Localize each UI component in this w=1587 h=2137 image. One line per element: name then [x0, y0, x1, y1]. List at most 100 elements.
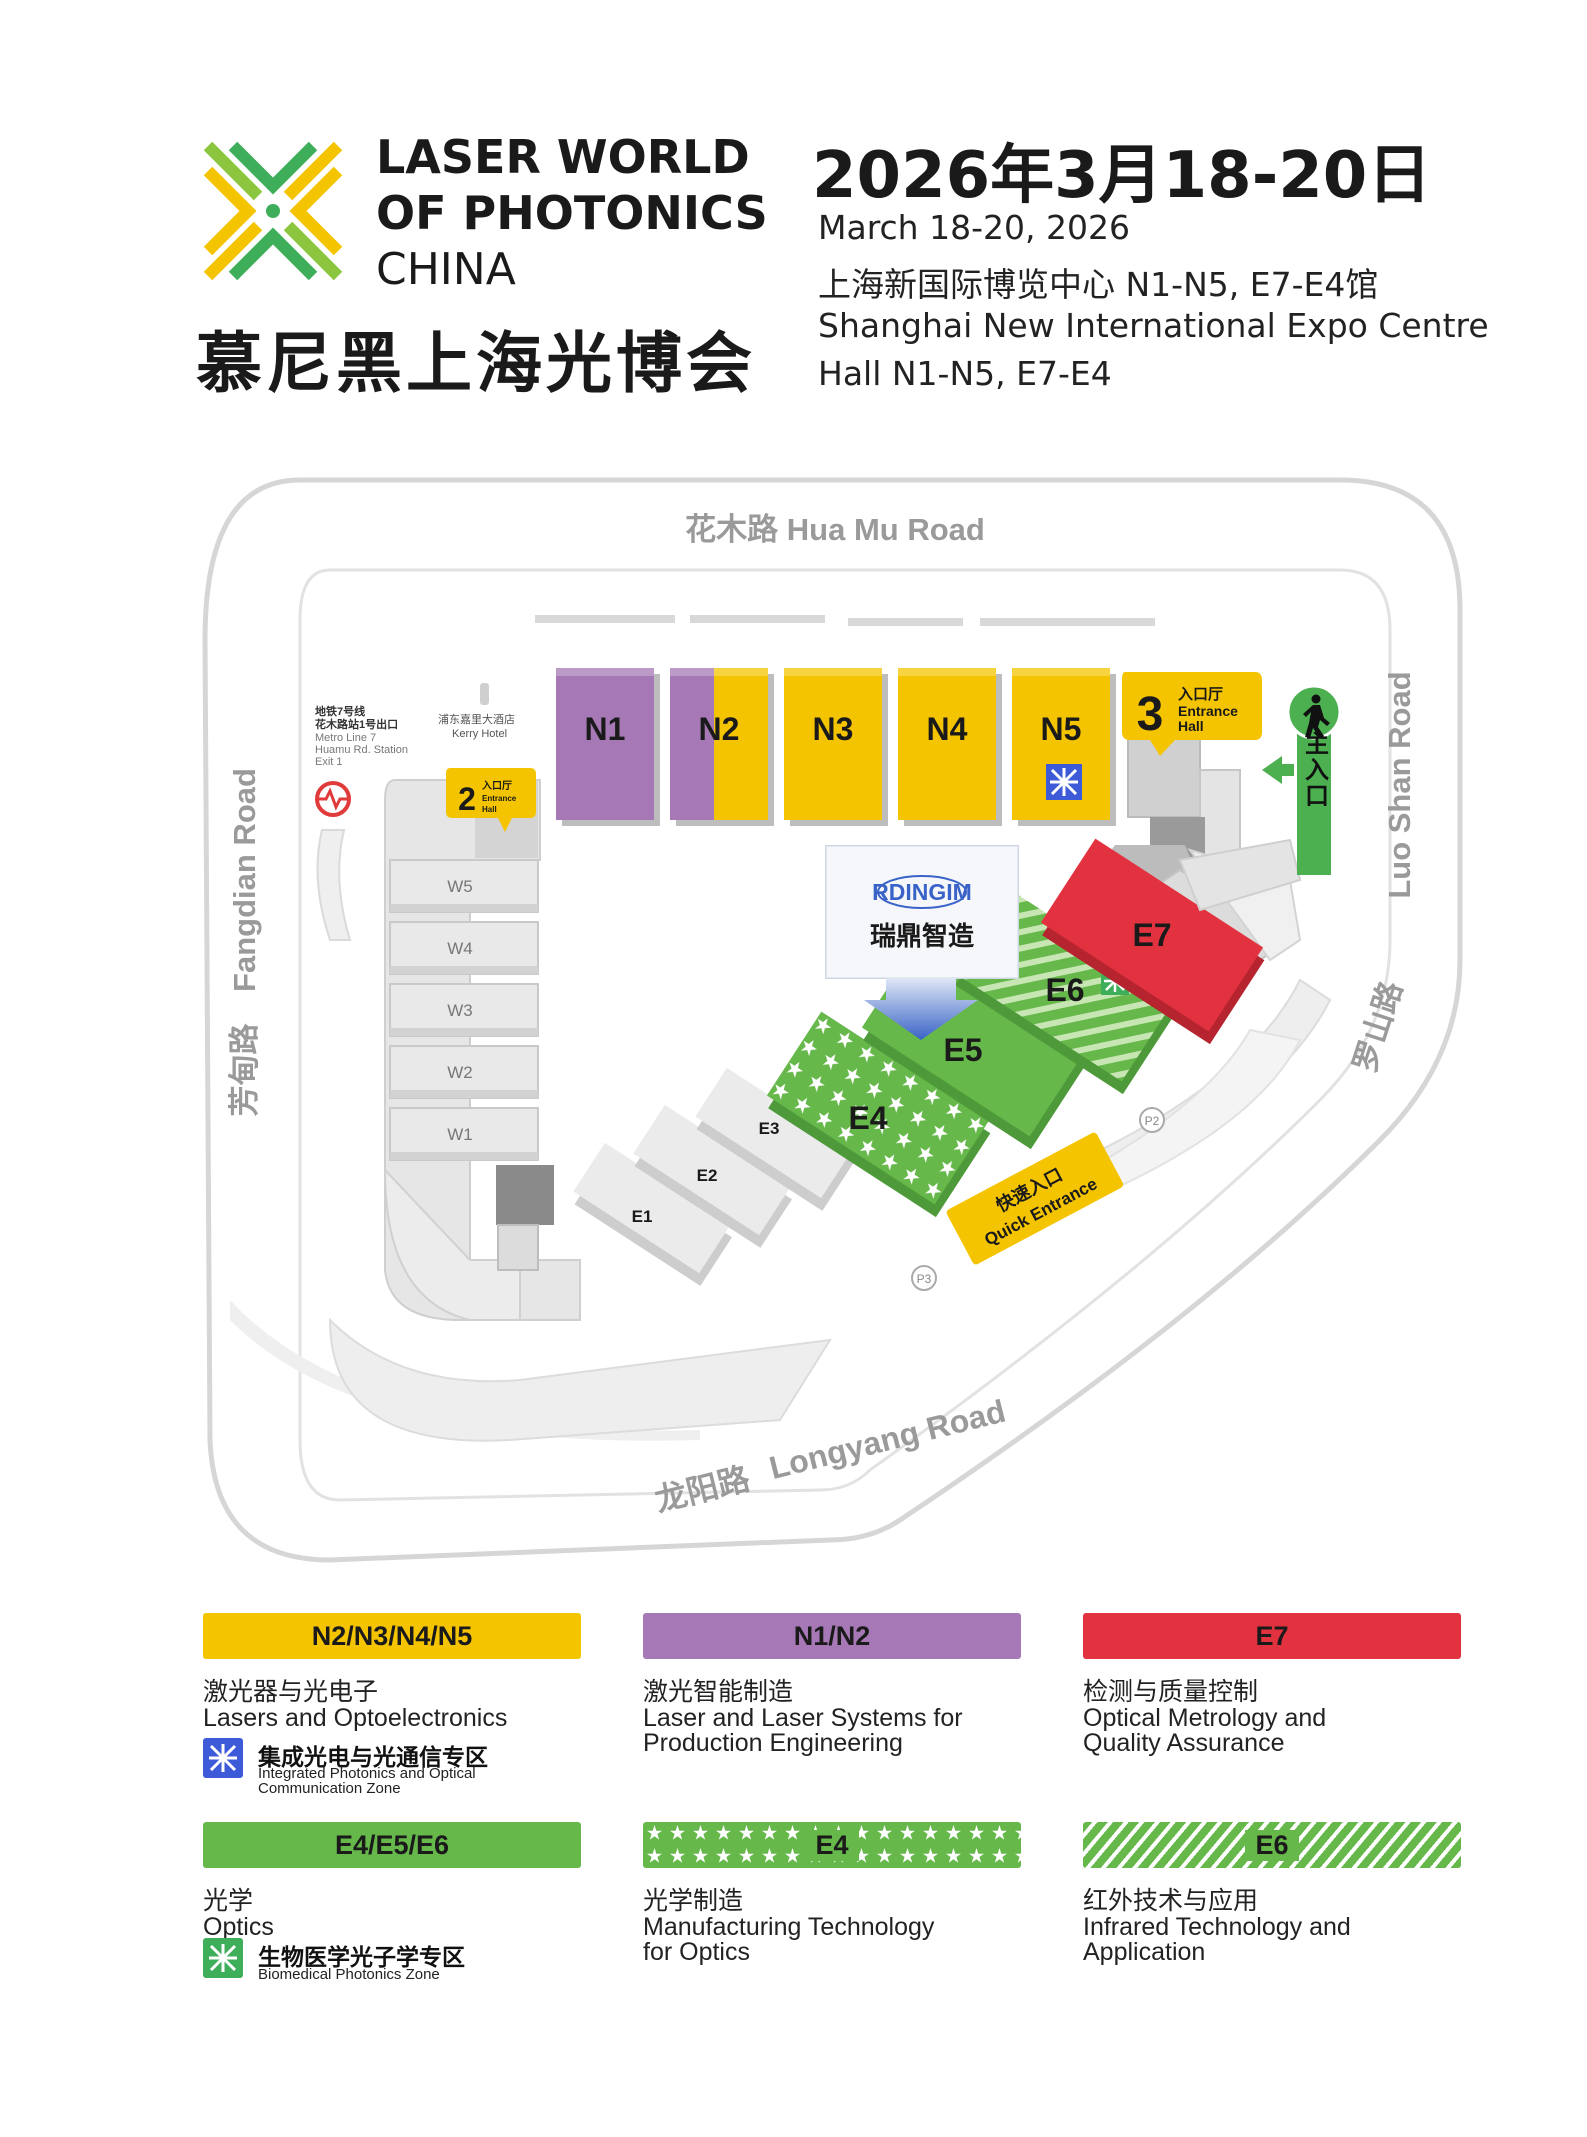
- hall-n4: N4: [898, 668, 1002, 826]
- biomedical-zone-cn: 生物医学光子学专区: [258, 1944, 465, 1970]
- venue-map: 花木路 Hua Mu Road Luo Shan Road 罗山路 Fangdi…: [202, 477, 1463, 1563]
- site-outline: [202, 477, 1463, 1563]
- integrated-photonics-zone-en1: Integrated Photonics and Optical: [258, 1765, 476, 1782]
- biomedical-zone-icon: [203, 1938, 243, 1978]
- booth-brand: RDINGIM: [872, 879, 972, 905]
- hall-label-n4: N4: [927, 711, 968, 747]
- parking-p3: P3: [911, 1265, 937, 1291]
- metro-icon: [315, 781, 351, 817]
- legend-bar-n1-n2: N1/N2: [643, 1613, 1021, 1659]
- entrance-hall-2: 2 入口厅 Entrance Hall: [446, 768, 536, 832]
- legend-desc-cn: 激光智能制造: [643, 1678, 794, 1706]
- entrance-hall-3: 3 入口厅 Entrance Hall: [1122, 672, 1262, 756]
- svg-text:Metro Line 7: Metro Line 7: [315, 732, 376, 744]
- arrow-left-icon: [1262, 756, 1294, 784]
- legend-label: E4: [805, 1829, 859, 1861]
- legend-desc-cn: 光学: [203, 1887, 254, 1915]
- road-east-cn: 罗山路: [1347, 976, 1409, 1076]
- pedestrian-icon: [1303, 694, 1330, 738]
- hall-n1: N1: [556, 668, 660, 826]
- event-venue-cn: 上海新国际博览中心 N1-N5, E7-E4馆: [818, 265, 1379, 304]
- event-halls-en: Hall N1-N5, E7-E4: [818, 354, 1112, 393]
- hall-label-w1: W1: [447, 1125, 473, 1144]
- booth-arrow-icon: [864, 978, 978, 1040]
- legend-desc-en: Quality Assurance: [1083, 1729, 1285, 1757]
- entrance-3-number: 3: [1137, 688, 1164, 741]
- svg-text:花木路站1号出口: 花木路站1号出口: [315, 717, 398, 731]
- entrance-3-cn: 入口厅: [1178, 686, 1223, 703]
- legend-label: E4/E5/E6: [334, 1829, 450, 1860]
- metro-info: 地铁7号线 花木路站1号出口 Metro Line 7 Huamu Rd. St…: [315, 704, 408, 768]
- hall-label-e2: E2: [697, 1166, 718, 1185]
- legend-bar-e7: E7: [1083, 1613, 1461, 1659]
- entrance-3-en2: Hall: [1178, 718, 1204, 734]
- legend-desc-en: for Optics: [643, 1938, 750, 1966]
- inner-outline: [298, 568, 1392, 1502]
- biomedical-zone-en: Biomedical Photonics Zone: [258, 1966, 440, 1983]
- legend-bar-e4-e5-e6: E4/E5/E6: [203, 1822, 581, 1868]
- logo-line-1: LASER WORLD: [376, 130, 750, 184]
- legend-desc-cn: 检测与质量控制: [1083, 1678, 1259, 1706]
- svg-text:Exit 1: Exit 1: [315, 756, 343, 768]
- integrated-photonics-zone-cn: 集成光电与光通信专区: [258, 1744, 488, 1770]
- hall-label-n1: N1: [585, 711, 626, 747]
- logo-line-3: CHINA: [376, 244, 516, 295]
- hall-e7: E7: [1040, 838, 1265, 1045]
- hall-w1: W1: [389, 1107, 539, 1161]
- main-entrance-label: 主入口: [1301, 731, 1329, 809]
- hall-label-n5: N5: [1041, 711, 1082, 747]
- legend-desc-en: Lasers and Optoelectronics: [203, 1704, 508, 1732]
- integrated-photonics-zone-icon: [1046, 764, 1082, 800]
- event-venue-en: Shanghai New International Expo Centre: [818, 306, 1489, 345]
- road-south-cn: 龙阳路: [651, 1460, 754, 1518]
- legend-label: E6: [1245, 1829, 1299, 1861]
- hall-label-e4: E4: [848, 1100, 887, 1136]
- road-west-en: Fangdian Road: [227, 768, 262, 992]
- svg-text:Huamu Rd. Station: Huamu Rd. Station: [315, 744, 408, 756]
- entrance-2-en2: Hall: [482, 805, 497, 814]
- legend-desc-en: Laser and Laser Systems for: [643, 1704, 963, 1732]
- legend-label: N2/N3/N4/N5: [311, 1620, 473, 1651]
- legend-bar-e6: E6: [1083, 1822, 1461, 1868]
- entrance-2-number: 2: [458, 781, 476, 817]
- legend-desc-cn: 光学制造: [643, 1887, 744, 1915]
- entrance-3-en1: Entrance: [1178, 703, 1238, 719]
- hall-w5: W5: [389, 859, 539, 913]
- event-date-en: March 18-20, 2026: [818, 208, 1130, 247]
- hall-label-w5: W5: [447, 877, 473, 896]
- road-east-en: Luo Shan Road: [1382, 671, 1417, 898]
- integrated-photonics-zone-en2: Communication Zone: [258, 1780, 401, 1797]
- parking-p2: P2: [1139, 1107, 1165, 1133]
- road-west-cn: 芳甸路: [227, 1023, 262, 1117]
- hall-e2: E2: [633, 1104, 792, 1248]
- hall-label-e6: E6: [1045, 972, 1084, 1008]
- hall-w4: W4: [389, 921, 539, 975]
- legend-desc-en: Optical Metrology and: [1083, 1704, 1327, 1732]
- hall-label-n2: N2: [699, 711, 740, 747]
- logo-line-2: OF PHOTONICS: [376, 186, 768, 240]
- event-logo: [198, 136, 348, 286]
- hall-e3: E3: [695, 1067, 854, 1211]
- entrance-2-cn: 入口厅: [482, 780, 512, 792]
- legend-desc-en: Optics: [203, 1913, 274, 1941]
- hall-e4: E4: [766, 1011, 991, 1218]
- brand-logo-icon: [877, 875, 967, 909]
- hall-label-e5: E5: [943, 1032, 982, 1068]
- hall-n2: N2: [670, 668, 774, 826]
- hall-label-e3: E3: [759, 1119, 780, 1138]
- logo-cn-name: 慕尼黑上海光博会: [196, 324, 756, 402]
- svg-text:浦东嘉里大酒店: 浦东嘉里大酒店: [438, 712, 515, 726]
- legend-label: N1/N2: [793, 1620, 871, 1651]
- legend-desc-en: Manufacturing Technology: [643, 1913, 935, 1941]
- west-building-block: [384, 779, 581, 1321]
- svg-text:P2: P2: [1145, 1114, 1160, 1128]
- legend-desc-en: Application: [1083, 1938, 1206, 1966]
- legend-desc-cn: 激光器与光电子: [203, 1678, 379, 1706]
- hall-label-e7: E7: [1132, 917, 1171, 953]
- legend-desc-cn: 红外技术与应用: [1083, 1887, 1259, 1915]
- legend-desc-en: Infrared Technology and: [1083, 1913, 1351, 1941]
- hall-label-w2: W2: [447, 1063, 473, 1082]
- event-date-cn: 2026年3月18-20日: [812, 139, 1432, 213]
